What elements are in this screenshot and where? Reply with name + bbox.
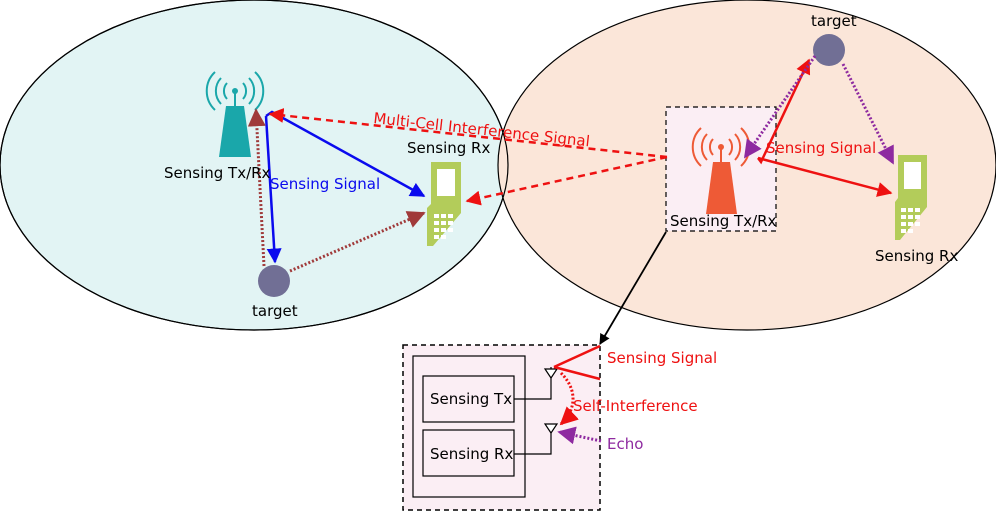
- right-echo-arrow-phone: [841, 63, 895, 165]
- right-echo-arrow-tower: [743, 55, 817, 159]
- inset-signal-label: Sensing Signal: [607, 349, 717, 367]
- mobile-phone-icon: [895, 155, 927, 240]
- inset-echo-label: Echo: [607, 435, 643, 453]
- inset-box: [402, 344, 601, 511]
- inset-self-interference-arrow: [559, 371, 579, 426]
- right-rx-label: Sensing Rx: [875, 247, 958, 265]
- inset-echo-arrow: [557, 426, 602, 445]
- right-sensing-signal-arrow-phone: [757, 156, 893, 197]
- right-signal-label: Sensing Signal: [766, 139, 876, 157]
- left-rx-label: Sensing Rx: [407, 139, 490, 157]
- antenna-tower-icon: [691, 127, 751, 214]
- left-sensing-signal-down-arrow: [264, 115, 282, 264]
- interference-arrow-to-tower: [268, 107, 668, 159]
- inset-self-interference-label: Self-Interference: [573, 397, 698, 415]
- inset-rx-box: [422, 429, 515, 477]
- inset-sensing-signal-line-2: [553, 365, 601, 381]
- left-target-label: target: [252, 302, 298, 320]
- zoom-connector-arrow: [599, 231, 667, 345]
- interference-arrow-to-phone: [465, 155, 668, 206]
- mobile-phone-icon: [427, 162, 461, 246]
- inset-tx-label: Sensing Tx: [430, 390, 512, 408]
- right-target-label: target: [811, 12, 857, 30]
- target-icon: [813, 34, 845, 66]
- left-signal-label: Sensing Signal: [270, 175, 380, 193]
- inset-rx-label: Sensing Rx: [430, 445, 513, 463]
- left-tx-label: Sensing Tx/Rx: [164, 164, 271, 182]
- left-cell-outline: [0, 0, 509, 331]
- right-tx-label: Sensing Tx/Rx: [670, 212, 777, 230]
- inset-sensing-signal-line: [553, 344, 601, 369]
- target-icon: [258, 265, 290, 297]
- antenna-icon: [514, 423, 559, 455]
- antenna-icon: [514, 367, 559, 400]
- left-echo-arrow-phone: [289, 211, 426, 273]
- antenna-tower-icon: [205, 71, 265, 157]
- inset-device-box: [412, 355, 526, 498]
